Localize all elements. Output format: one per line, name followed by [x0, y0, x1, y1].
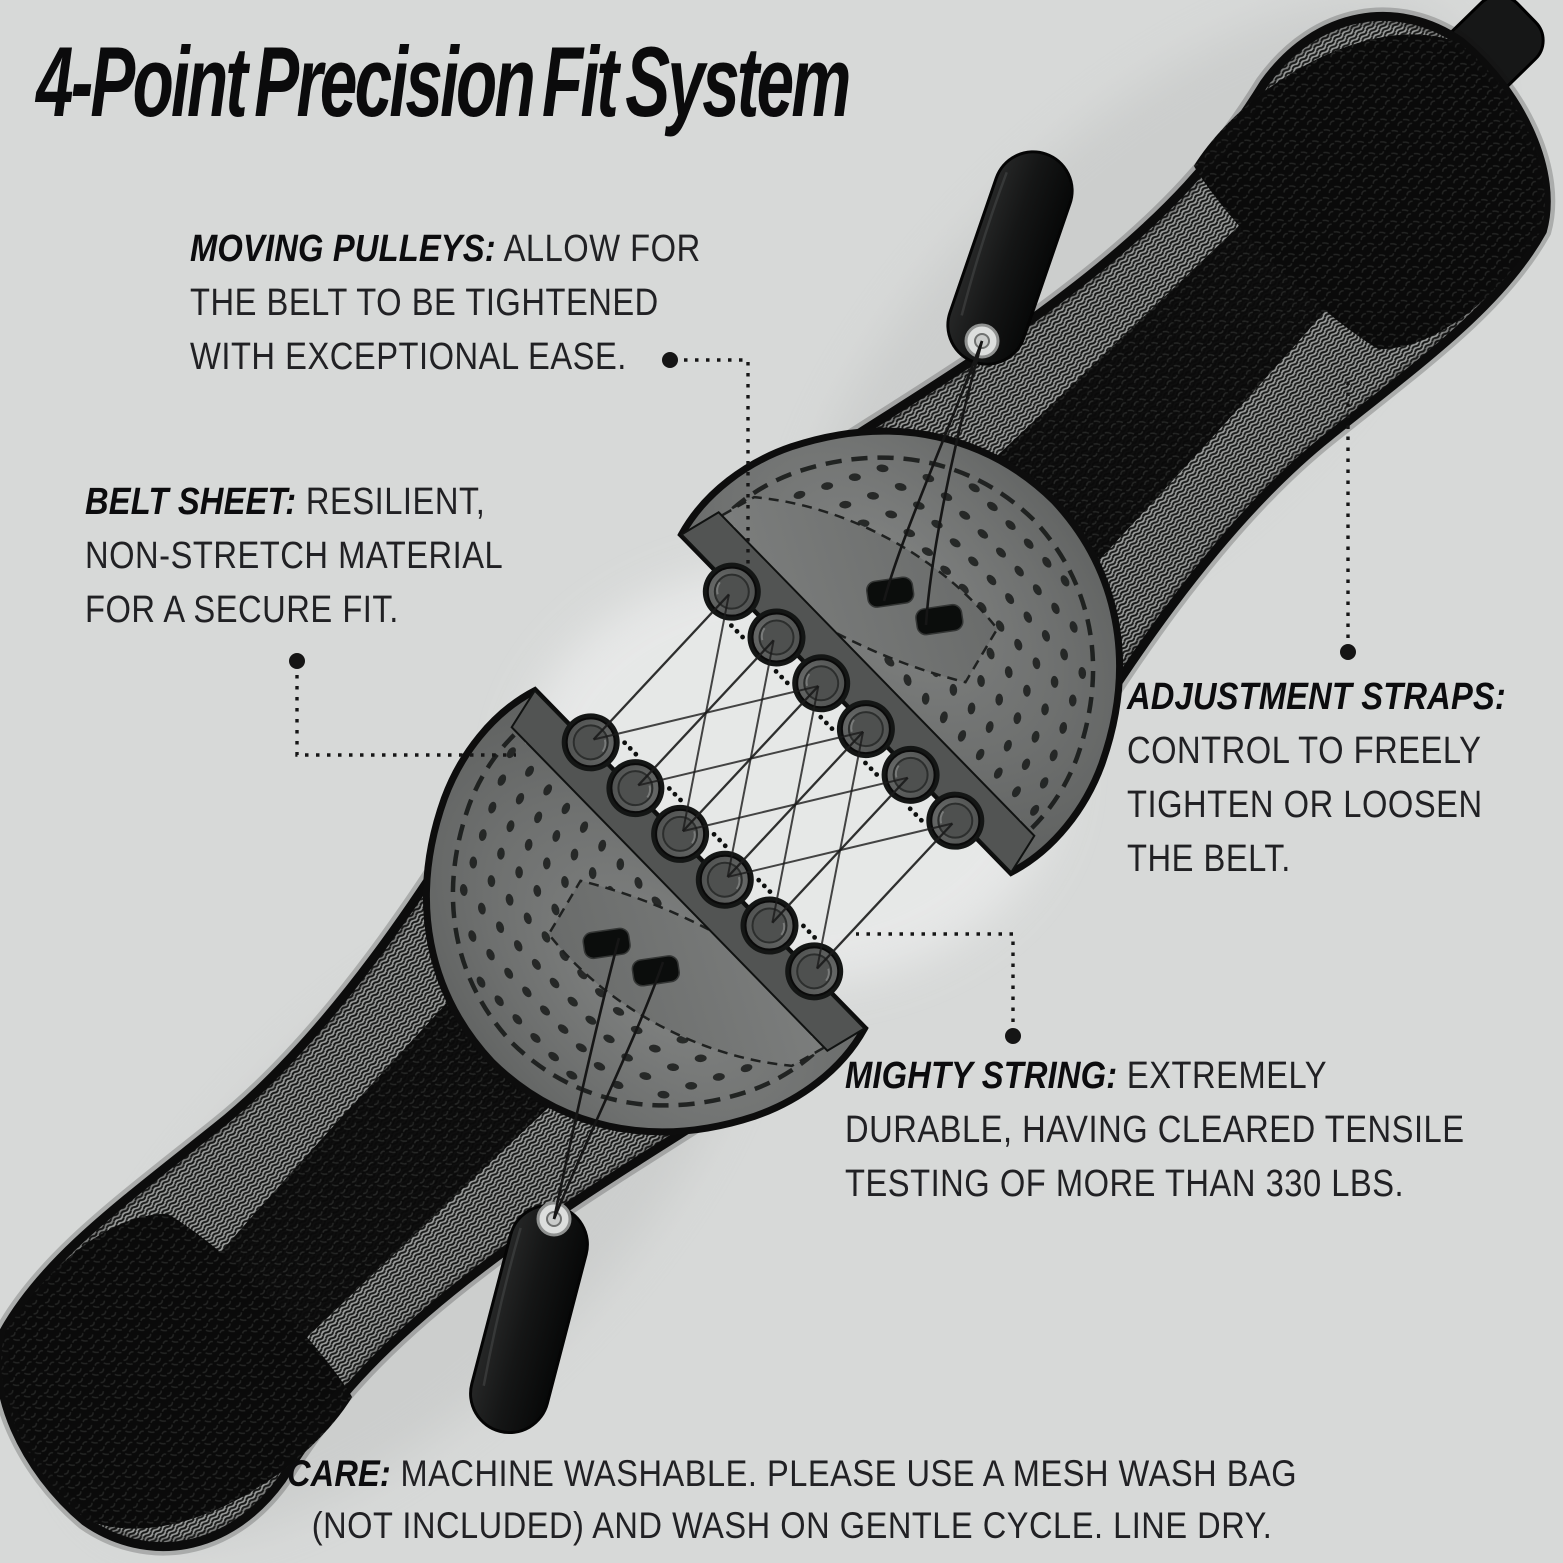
strap-string	[924, 340, 984, 626]
annotation-adjustment-straps: ADJUSTMENT STRAPS: CONTROL TO FREELY TIGHT…	[1127, 670, 1506, 886]
annotation-line: (NOT INCLUDED) AND WASH ON GENTLE CYCLE.…	[311, 1505, 1273, 1546]
annotation-line: MOVING PULLEYS: ALLOW FOR	[190, 228, 701, 270]
belt-lower-half	[0, 686, 869, 1556]
pad-stitching	[696, 455, 1096, 858]
callout-dot	[289, 653, 305, 669]
annotation-line: NON-STRETCH MATERIAL	[85, 535, 504, 577]
callout-dot	[662, 352, 678, 368]
strap-string	[552, 937, 621, 1220]
string-guide-hook	[631, 955, 680, 987]
adjustment-straps	[469, 150, 1074, 1435]
annotation-line: THE BELT TO BE TIGHTENED	[190, 282, 659, 324]
leader-moving-pulleys	[662, 352, 750, 566]
belt-upper-half	[677, 0, 1556, 877]
callout-leader-lines	[289, 352, 1356, 1044]
dotted-leader	[295, 675, 516, 757]
page-title: 4-Point Precision Fit System	[36, 26, 851, 137]
callout-dot	[1340, 644, 1356, 660]
annotation-line: FOR A SECURE FIT.	[85, 589, 399, 631]
leader-adjustment-straps	[1340, 374, 1356, 660]
annotation-mighty-string: MIGHTY STRING: EXTREMELY DURABLE, HAVING …	[845, 1049, 1465, 1211]
pulley-pad	[422, 686, 869, 1136]
belt-edge-shading	[0, 734, 832, 1556]
annotation-moving-pulleys: MOVING PULLEYS: ALLOW FOR THE BELT TO BE …	[190, 222, 701, 384]
annotation-line: TESTING OF MORE THAN 330 LBS.	[845, 1163, 1405, 1205]
annotation-line: CONTROL TO FREELY	[1127, 730, 1482, 772]
annotation-line: BELT SHEET: RESILIENT,	[85, 481, 486, 523]
tension-string	[682, 776, 908, 833]
pad-stitching	[450, 705, 850, 1108]
tension-string	[816, 822, 954, 970]
string-guide-hook	[582, 927, 631, 960]
annotation-line: DURABLE, HAVING CLEARED TENSILE	[845, 1109, 1465, 1151]
strap-string	[882, 340, 984, 602]
string-guide-hook	[866, 576, 915, 608]
leader-belt-sheet	[289, 653, 516, 757]
annotation-line: THE BELT.	[1127, 838, 1291, 880]
ratchet-beads	[622, 740, 818, 940]
annotation-belt-sheet: BELT SHEET: RESILIENT, NON-STRETCH MATERI…	[85, 475, 503, 637]
annotation-line: TIGHTEN OR LOOSEN	[1127, 784, 1483, 826]
dotted-leader	[856, 932, 1015, 1022]
mighty-strings	[552, 340, 984, 1220]
pulley-pad	[677, 427, 1124, 877]
leader-mighty-string	[856, 932, 1021, 1044]
annotation-care: CARE: MACHINE WASHABLE. PLEASE USE A MES…	[287, 1448, 1297, 1552]
annotation-line: CARE: MACHINE WASHABLE. PLEASE USE A MES…	[286, 1453, 1298, 1494]
dotted-leader	[684, 358, 750, 566]
ratchet-beads	[728, 623, 924, 823]
annotation-line: WITH EXCEPTIONAL EASE.	[190, 336, 627, 378]
callout-dot	[1005, 1028, 1021, 1044]
tension-string	[592, 593, 730, 741]
tension-string	[727, 822, 953, 878]
annotation-line: ADJUSTMENT STRAPS:	[1127, 676, 1506, 718]
strap-string	[552, 961, 665, 1220]
belt-edge-shading	[714, 7, 1556, 829]
annotation-line: MIGHTY STRING: EXTREMELY	[845, 1055, 1328, 1097]
tension-string	[638, 730, 864, 787]
tension-string	[593, 685, 819, 741]
